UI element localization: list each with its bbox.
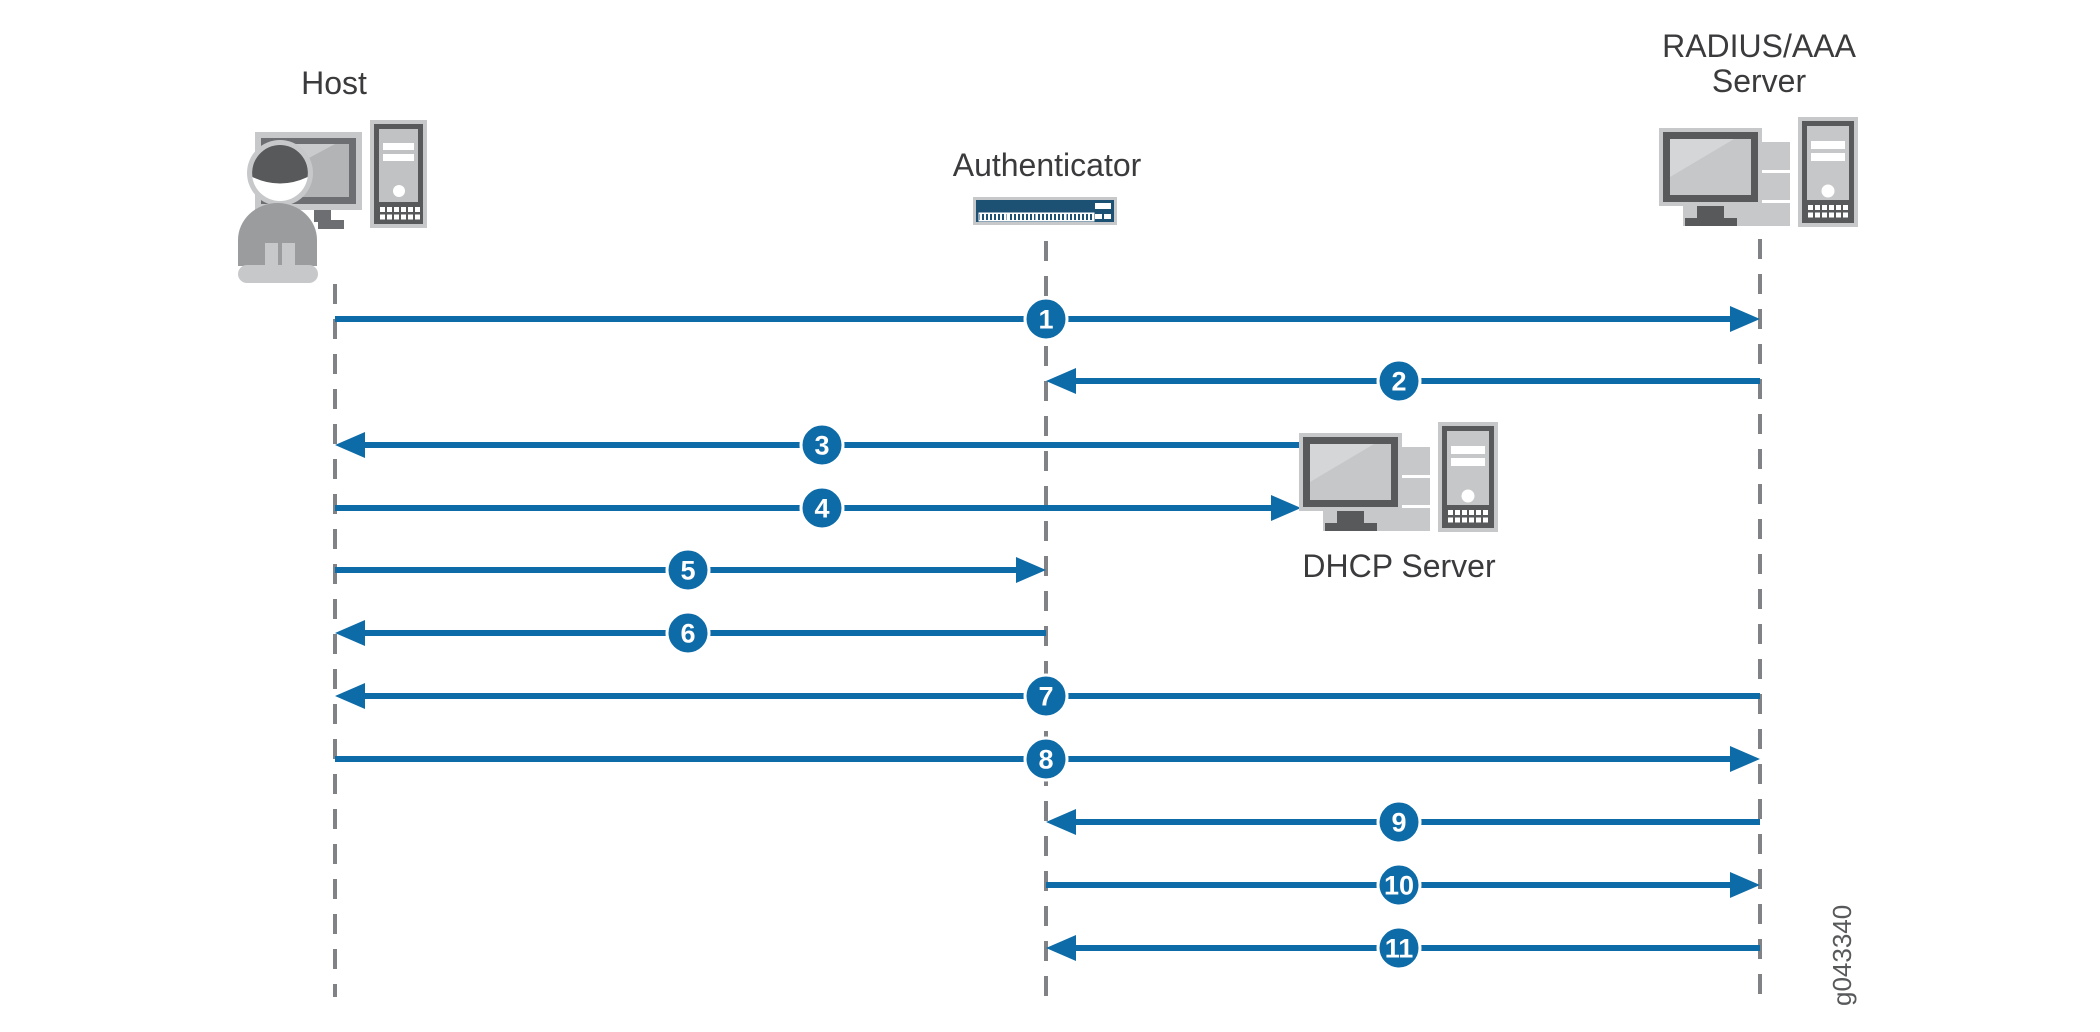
step-badge [665,547,711,593]
host-label: Host [301,65,367,101]
step-badge [665,610,711,656]
step-badge [1376,799,1422,845]
host-user-computer-icon [238,120,427,283]
arrowhead-icon [1046,935,1076,961]
message-6-authenticator-to-host: 6 [335,610,1046,656]
step-badge [1023,736,1069,782]
arrowhead-icon [1730,872,1760,898]
authenticator-switch-icon [972,196,1118,226]
step-badge [1376,358,1422,404]
step-number: 3 [814,431,829,461]
arrowhead-icon [1730,746,1760,772]
radius-server-icon [1659,117,1858,227]
radius-label-line1: RADIUS/AAA [1662,28,1856,64]
arrowhead-icon [335,432,365,458]
arrowhead-icon [335,620,365,646]
message-7-radius-to-host: 7 [335,673,1760,719]
step-badge [1376,925,1422,971]
arrowhead-icon [1271,495,1301,521]
step-badge [1376,862,1422,908]
message-10-authenticator-to-radius: 10 [1046,862,1760,908]
step-number: 5 [680,556,695,586]
messages-layer: 1 2 3 4 5 6 7 8 9 10 11 [335,296,1760,971]
step-number: 8 [1038,745,1053,775]
arrowhead-icon [1016,557,1046,583]
message-3-dhcp-to-host: 3 [335,422,1307,468]
step-badge [1023,296,1069,342]
dhcp-label: DHCP Server [1302,548,1496,584]
step-number: 6 [680,619,695,649]
message-11-radius-to-authenticator: 11 [1046,925,1760,971]
arrowhead-icon [1730,306,1760,332]
step-number: 9 [1391,808,1406,838]
dhcp-server-icon [1299,422,1498,532]
arrowhead-icon [1046,809,1076,835]
step-badge [1023,673,1069,719]
arrowhead-icon [335,683,365,709]
step-badge [799,485,845,531]
step-number: 1 [1038,305,1053,335]
message-8-host-to-radius: 8 [335,736,1760,782]
authenticator-label: Authenticator [953,147,1142,183]
message-4-host-to-dhcp: 4 [335,485,1301,531]
message-9-radius-to-authenticator: 9 [1046,799,1760,845]
radius-label-line2: Server [1712,63,1807,99]
message-5-host-to-authenticator: 5 [335,547,1046,593]
message-2-radius-to-authenticator: 2 [1046,358,1760,404]
step-number: 7 [1038,682,1053,712]
step-number: 11 [1385,934,1414,964]
step-number: 4 [814,494,829,524]
arrowhead-icon [1046,368,1076,394]
step-badge [799,422,845,468]
step-number: 2 [1391,367,1406,397]
lifelines-layer [333,239,1762,997]
step-number: 10 [1384,871,1414,901]
message-1-host-to-radius: 1 [335,296,1760,342]
figure-id: g043340 [1827,905,1857,1006]
